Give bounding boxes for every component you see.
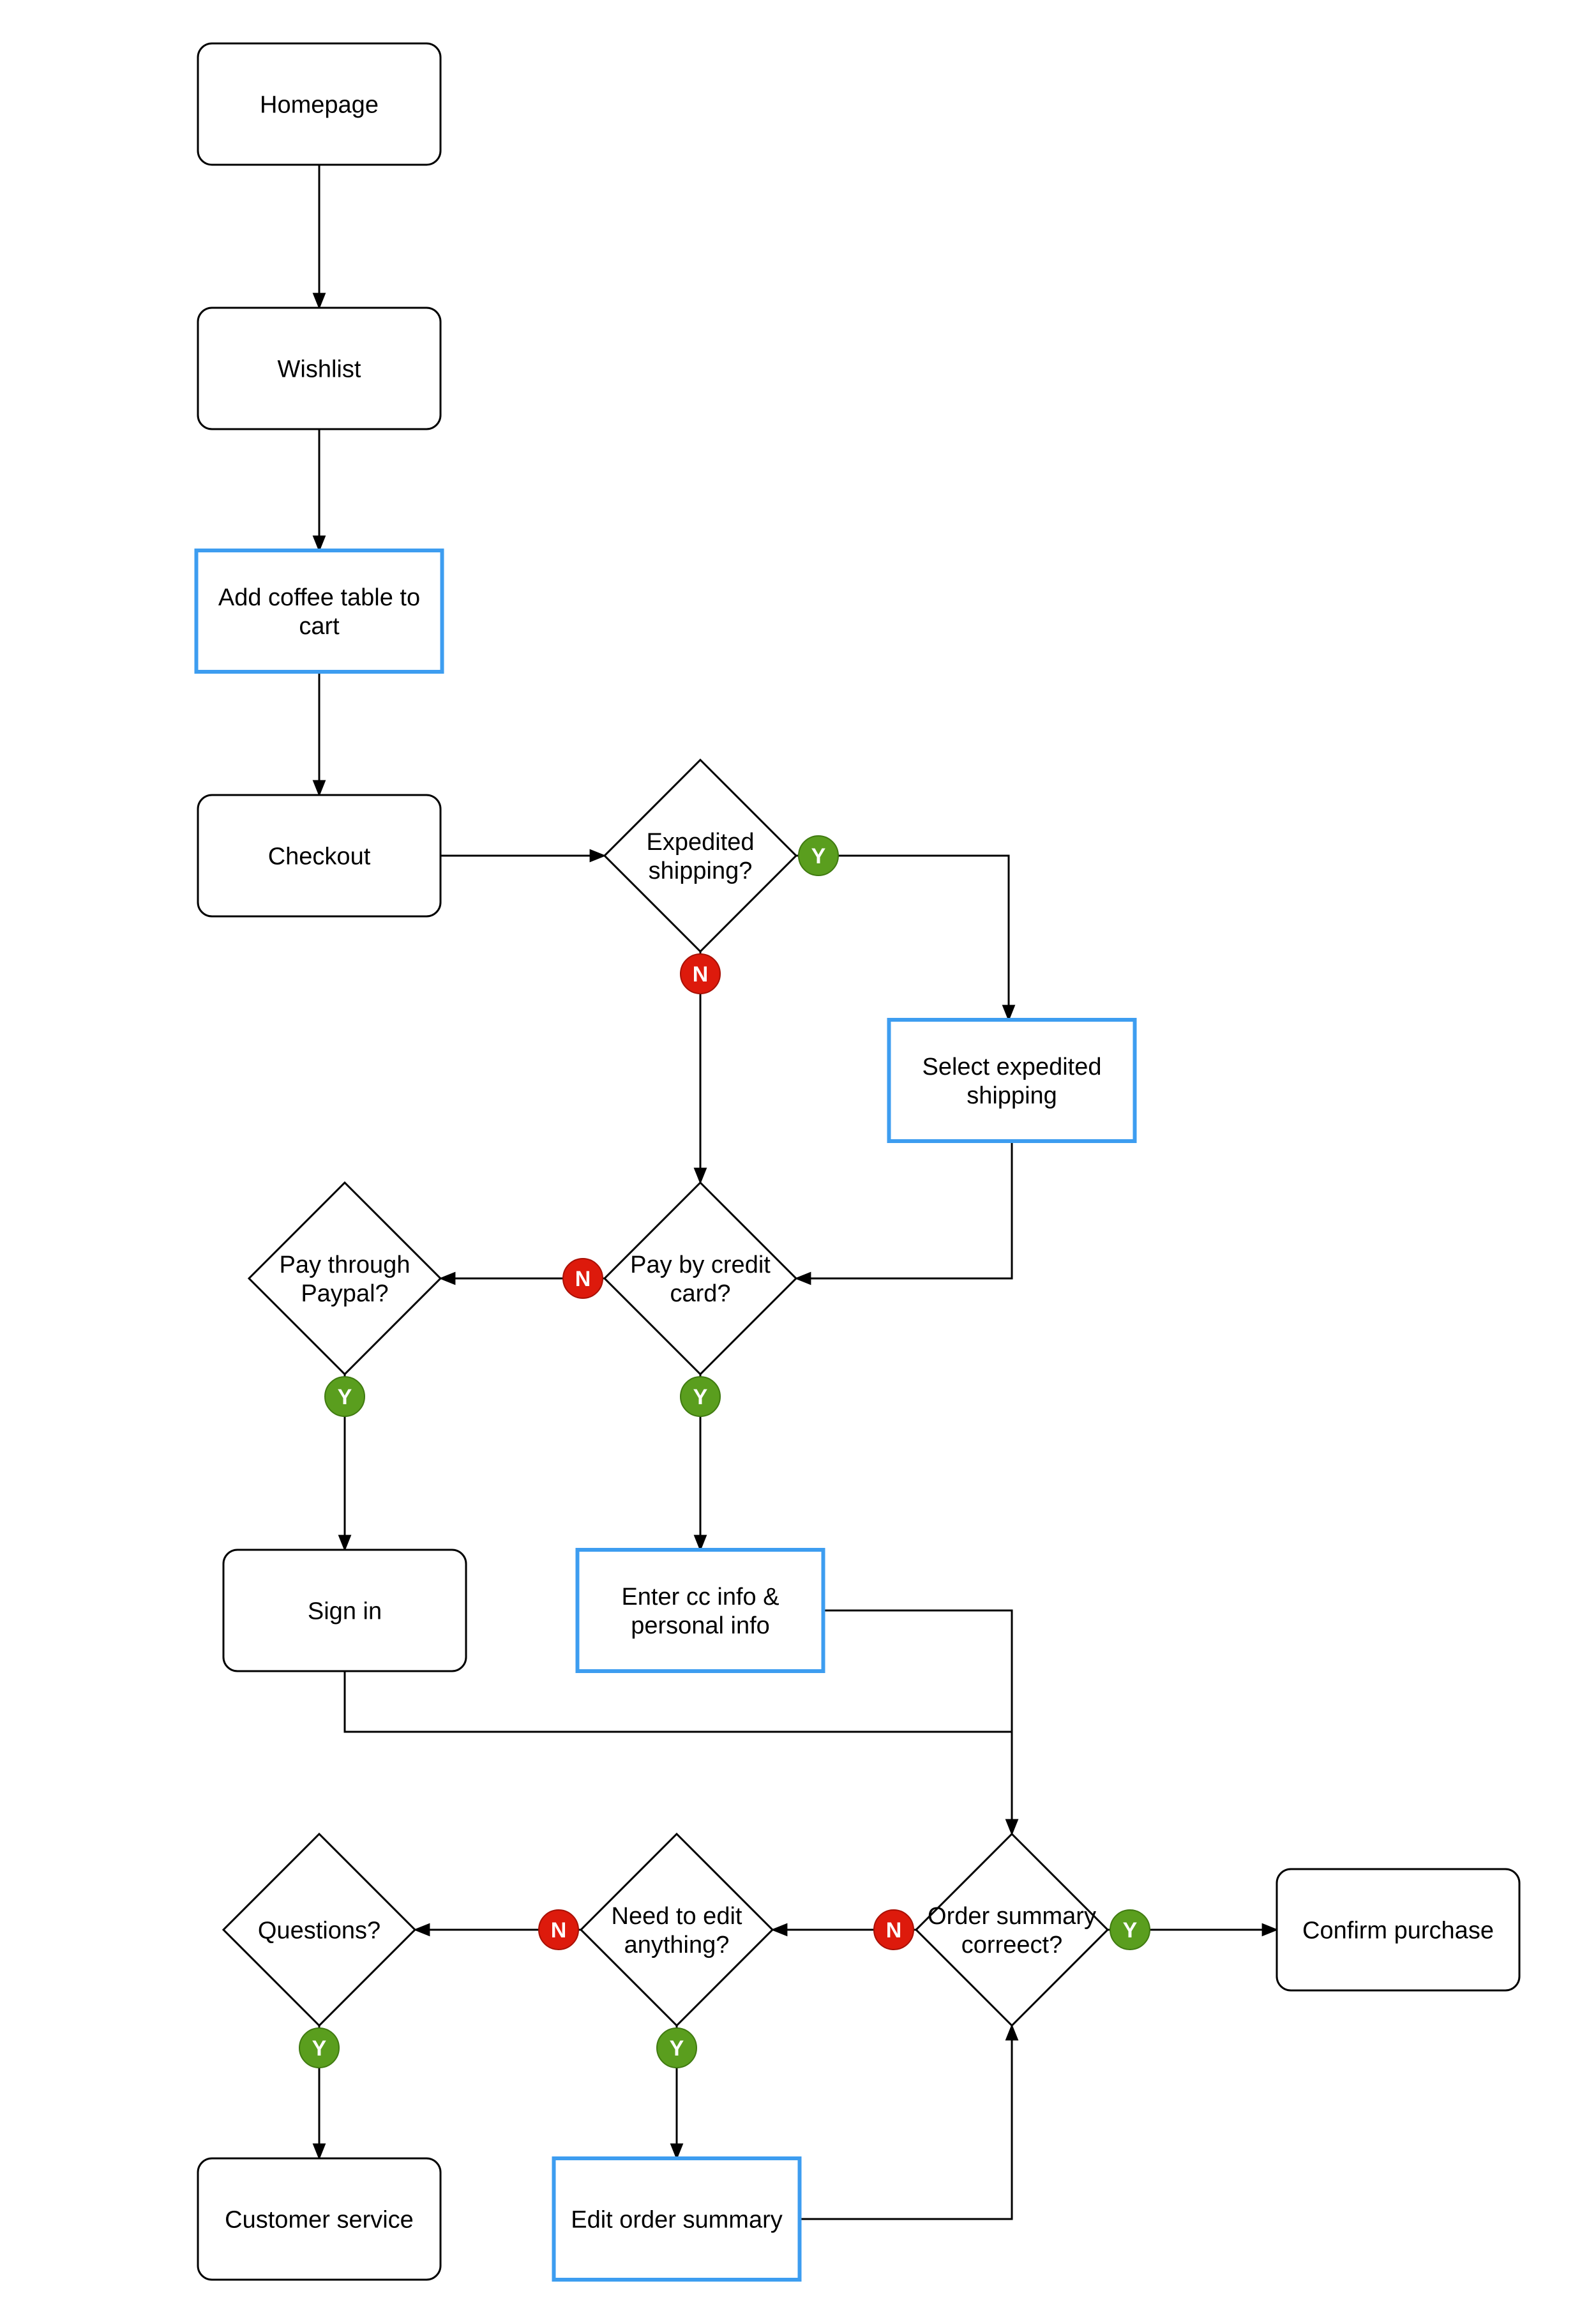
node-label: Select expedited <box>922 1054 1102 1080</box>
no-badge: N <box>680 953 721 994</box>
edge-expedited-shipping-to-select-expedited <box>796 854 1016 1022</box>
edge-sign-in-to-order-summary-correct <box>343 1671 1012 1733</box>
node-edit-order-summary: Edit order summary <box>552 2156 802 2282</box>
node-label: Pay through <box>280 1252 410 1278</box>
process-box <box>222 1549 467 1672</box>
yes-badge: Y <box>1110 1909 1150 1950</box>
node-label: personal info <box>631 1612 770 1639</box>
node-label: Need to edit <box>612 1903 742 1930</box>
node-label: Confirm purchase <box>1302 1917 1494 1944</box>
action-box <box>887 1018 1137 1143</box>
decision-diamond <box>603 1181 798 1376</box>
badge-label: Y <box>312 2036 327 2061</box>
node-customer-service: Customer service <box>197 2157 442 2281</box>
badge-label: Y <box>338 1385 352 1409</box>
yes-badge: Y <box>299 2027 340 2068</box>
badge-label: N <box>575 1267 591 1291</box>
decision-diamond <box>222 1832 417 2027</box>
process-box <box>1276 1868 1521 1992</box>
process-box <box>197 794 442 918</box>
badge-label: N <box>551 1918 567 1943</box>
badge-label: N <box>693 962 709 987</box>
node-sign-in: Sign in <box>222 1549 467 1672</box>
node-label: shipping <box>967 1082 1057 1109</box>
decision-diamond <box>247 1181 442 1376</box>
node-label: Enter cc info & <box>621 1584 779 1610</box>
decision-diamond <box>914 1832 1110 2027</box>
no-badge: N <box>562 1258 603 1299</box>
node-label: Paypal? <box>301 1280 388 1307</box>
badge-label: Y <box>811 844 826 868</box>
action-box <box>552 2156 802 2282</box>
badge-label: Y <box>693 1385 708 1409</box>
decision-diamond <box>579 1832 774 2027</box>
node-label: Add coffee table to <box>218 584 420 611</box>
edge-edit-order-summary-to-order-summary-correct <box>800 2024 1019 2220</box>
node-label: Customer service <box>225 2206 414 2233</box>
node-wishlist: Wishlist <box>197 307 442 430</box>
edge-select-expedited-to-pay-credit-card <box>794 1141 1013 1285</box>
action-box <box>194 549 444 674</box>
node-label: Pay by credit <box>630 1252 771 1278</box>
edge-enter-cc-info-to-order-summary-correct <box>824 1609 1019 1836</box>
badges-layer: Y N N Y Y Y N N Y Y <box>299 835 1150 2068</box>
badge-label: N <box>886 1918 902 1943</box>
node-label: Questions? <box>258 1917 380 1944</box>
node-label: anything? <box>624 1932 730 1958</box>
node-label: card? <box>670 1280 730 1307</box>
yes-badge: Y <box>324 1376 365 1417</box>
node-label: Wishlist <box>278 356 361 383</box>
no-badge: N <box>873 1909 914 1950</box>
node-label: Homepage <box>260 91 379 118</box>
node-label: correect? <box>961 1932 1062 1958</box>
node-checkout: Checkout <box>197 794 442 918</box>
yes-badge: Y <box>798 835 839 876</box>
node-homepage: Homepage <box>197 42 442 166</box>
node-label: Expedited <box>646 829 754 856</box>
yes-badge: Y <box>656 2027 697 2068</box>
badge-label: Y <box>1123 1918 1138 1943</box>
badge-label: Y <box>670 2036 684 2061</box>
node-label: Edit order summary <box>571 2206 783 2233</box>
decision-diamond <box>603 758 798 953</box>
node-questions: Questions? <box>222 1832 417 2027</box>
process-box <box>197 307 442 430</box>
node-confirm-purchase: Confirm purchase <box>1276 1868 1521 1992</box>
node-label: cart <box>299 613 340 640</box>
yes-badge: Y <box>680 1376 721 1417</box>
node-enter-cc-info: Enter cc info &personal info <box>575 1548 825 1673</box>
node-label: Sign in <box>308 1598 382 1625</box>
action-box <box>575 1548 825 1673</box>
node-label: Order summary <box>928 1903 1096 1930</box>
no-badge: N <box>538 1909 579 1950</box>
process-box <box>197 2157 442 2281</box>
node-label: Checkout <box>268 843 371 870</box>
node-label: shipping? <box>649 858 753 884</box>
process-box <box>197 42 442 166</box>
